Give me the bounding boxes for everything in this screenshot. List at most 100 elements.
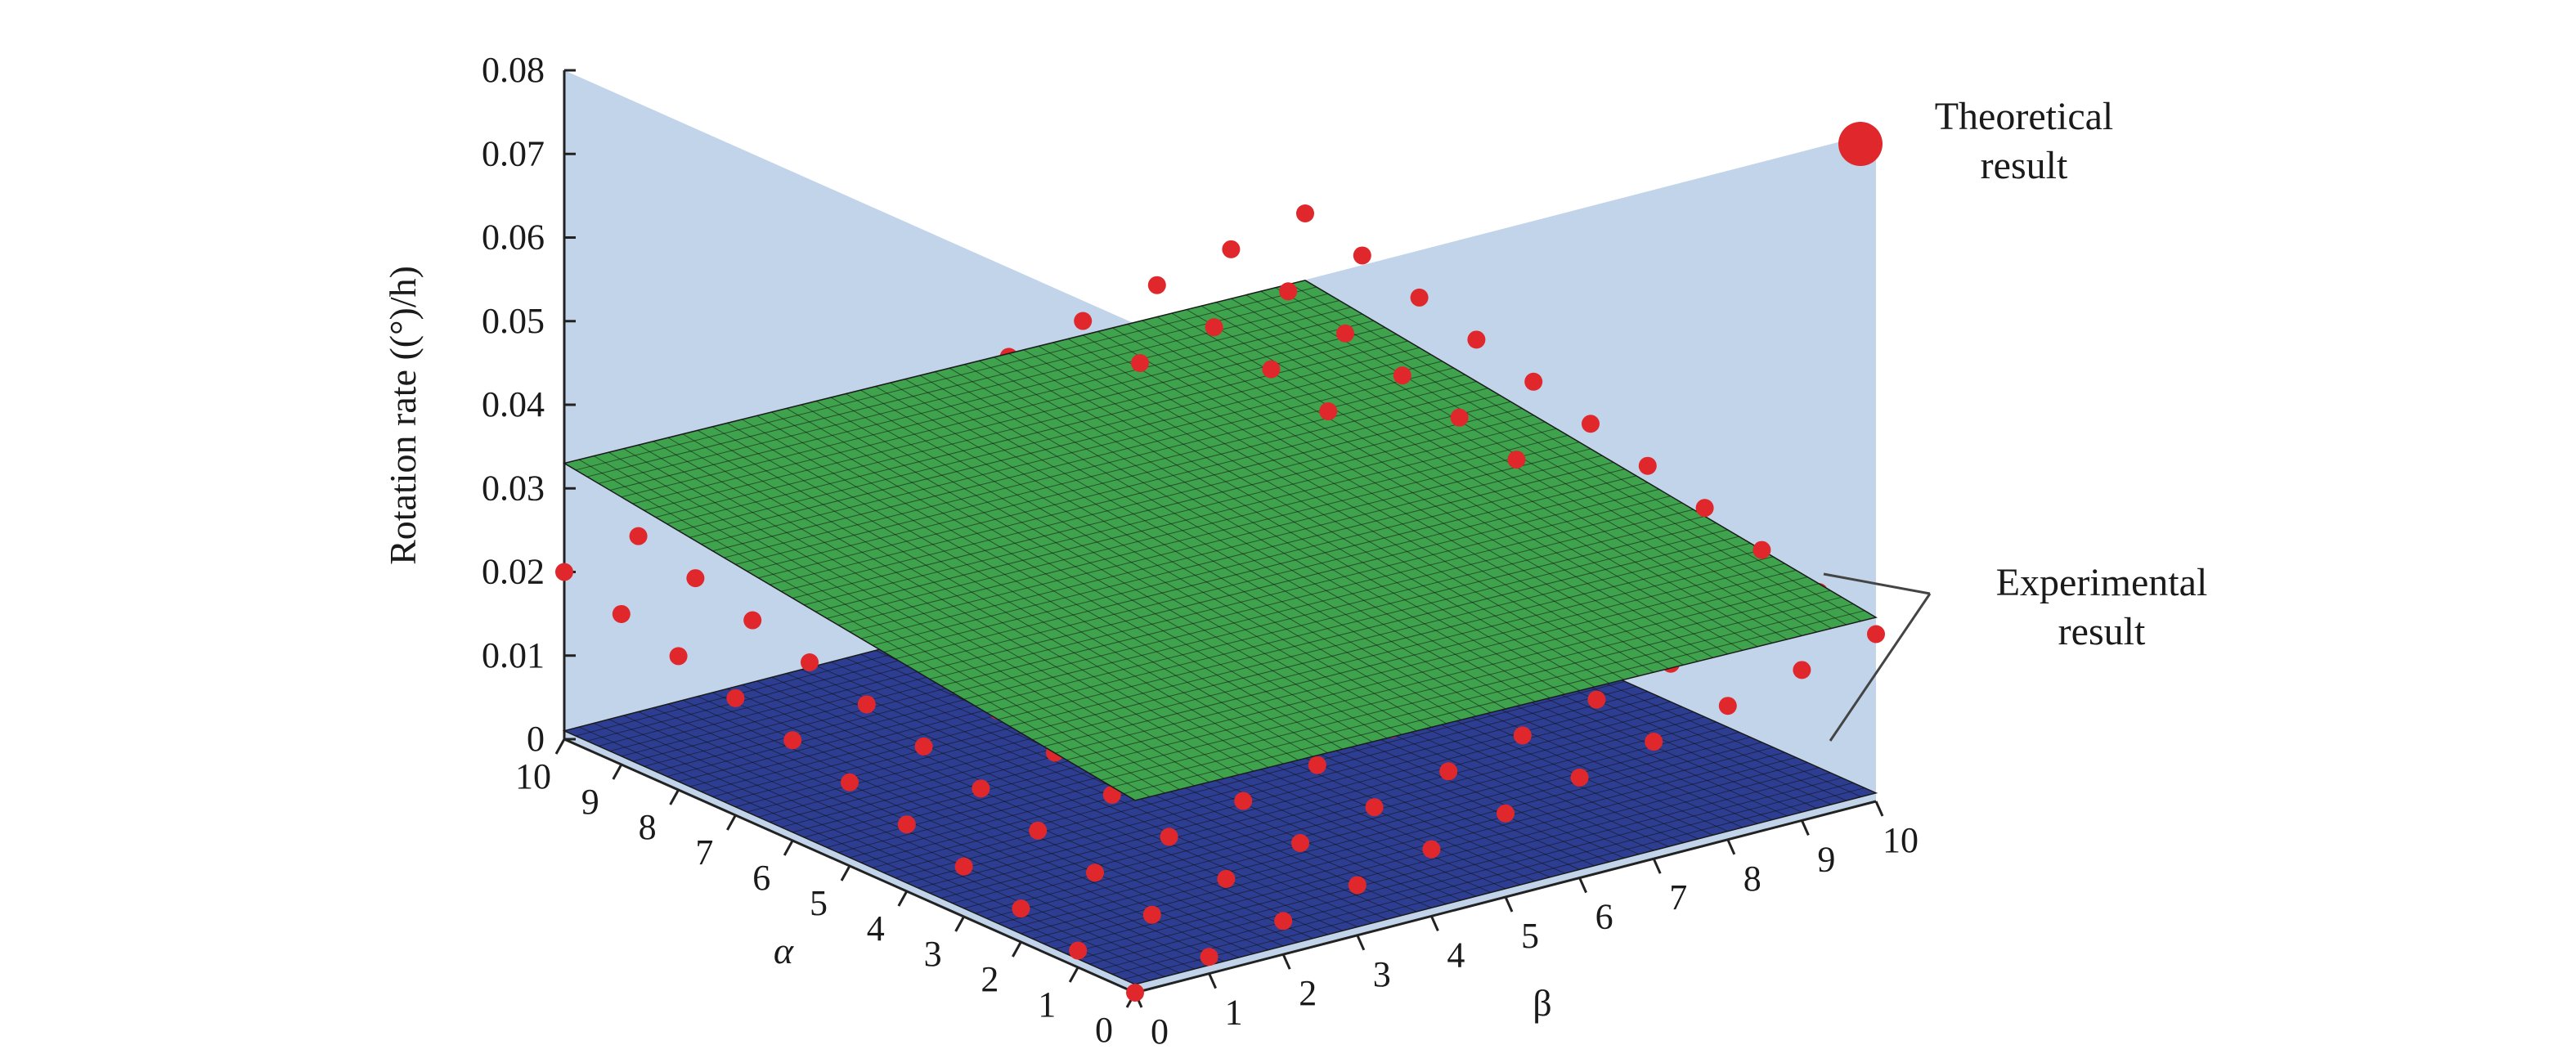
- legend-experimental-line2: result: [2058, 610, 2146, 653]
- theoretical-point: [897, 815, 916, 834]
- theoretical-point: [1353, 246, 1371, 265]
- theoretical-point: [686, 569, 705, 588]
- theoretical-point: [1200, 948, 1218, 967]
- upper-surface-mesh: [1067, 338, 1640, 677]
- upper-surface-mesh: [678, 347, 1420, 531]
- theoretical-point: [1102, 785, 1121, 804]
- theoretical-point: [743, 611, 762, 630]
- upper-surface-mesh: [1127, 324, 1699, 662]
- alpha-axis-label: α: [774, 930, 794, 971]
- theoretical-point: [555, 563, 573, 581]
- theoretical-point: [1410, 288, 1429, 307]
- upper-surface-mesh: [949, 367, 1521, 706]
- theoretical-point: [1160, 828, 1178, 846]
- alpha-tick-mark: [1068, 967, 1079, 983]
- theoretical-point: [1348, 876, 1367, 895]
- theoretical-point: [1086, 863, 1104, 882]
- z-tick-label: 0.08: [482, 50, 545, 90]
- beta-tick-label: 5: [1521, 916, 1539, 956]
- upper-surface-mesh: [792, 415, 1534, 599]
- upper-surface-mesh: [1112, 327, 1684, 666]
- theoretical-point: [1867, 625, 1885, 644]
- upper-surface-mesh: [994, 357, 1565, 695]
- beta-tick-mark: [1726, 839, 1736, 855]
- beta-tick-label: 1: [1225, 993, 1243, 1033]
- alpha-tick-mark: [954, 916, 965, 932]
- theoretical-point: [1291, 834, 1309, 852]
- legend-experimental-leader-lower: [1829, 593, 1932, 742]
- legend-experimental-leader-upper: [1823, 572, 1931, 595]
- beta-tick-label: 6: [1595, 897, 1613, 937]
- upper-surface-mesh: [837, 442, 1580, 626]
- upper-surface-mesh: [1200, 305, 1773, 644]
- legend-theoretical-marker: [1838, 122, 1883, 166]
- theoretical-point: [1069, 941, 1088, 960]
- upper-surface-mesh: [632, 320, 1374, 505]
- theoretical-point: [1638, 456, 1657, 475]
- alpha-tick-mark: [840, 865, 851, 881]
- z-tick-label: 0.05: [482, 301, 545, 341]
- beta-tick-mark: [1208, 972, 1217, 989]
- alpha-tick-label: 10: [515, 756, 551, 796]
- upper-surface-mesh: [1023, 349, 1595, 688]
- theoretical-point: [1234, 792, 1253, 810]
- z-tick-label: 0.07: [482, 133, 545, 173]
- upper-surface-mesh: [1290, 283, 1862, 621]
- z-tick-label: 0.03: [482, 468, 545, 508]
- upper-surface-mesh: [1082, 334, 1654, 673]
- theoretical-point: [1497, 804, 1515, 823]
- theoretical-point: [1262, 360, 1281, 379]
- theoretical-point: [1439, 762, 1458, 781]
- upper-surface-mesh: [1245, 294, 1817, 633]
- beta-axis-label: β: [1533, 982, 1551, 1024]
- theoretical-point: [801, 653, 819, 671]
- theoretical-point: [1507, 451, 1526, 469]
- theoretical-point: [1570, 768, 1589, 787]
- theoretical-point: [612, 604, 631, 623]
- upper-surface-mesh: [815, 428, 1557, 612]
- z-tick-label: 0.01: [482, 635, 545, 675]
- theoretical-point: [1205, 318, 1223, 337]
- theoretical-point: [629, 527, 648, 545]
- beta-tick-label: 9: [1817, 839, 1835, 879]
- theoretical-point: [1308, 756, 1326, 774]
- upper-surface-mesh: [1008, 352, 1580, 691]
- theoretical-point: [1279, 282, 1298, 301]
- beta-tick-mark: [1356, 935, 1366, 951]
- alpha-tick-mark: [783, 840, 794, 856]
- theoretical-point: [1467, 330, 1486, 349]
- alpha-tick-label: 8: [639, 807, 657, 847]
- upper-surface-mesh: [1275, 287, 1847, 626]
- theoretical-point: [1126, 984, 1144, 1002]
- theoretical-point: [1695, 499, 1714, 518]
- z-tick-label: 0.04: [482, 384, 545, 424]
- beta-tick-label: 7: [1669, 877, 1687, 917]
- upper-surface-mesh: [724, 374, 1465, 558]
- z-tick-label: 0.06: [482, 218, 545, 258]
- upper-surface-mesh: [689, 354, 1431, 538]
- theoretical-point: [954, 857, 973, 876]
- alpha-tick-label: 6: [752, 858, 770, 898]
- theoretical-point: [1793, 661, 1811, 679]
- theoretical-point: [1450, 408, 1469, 427]
- upper-surface-mesh: [1186, 309, 1758, 648]
- theoretical-point: [783, 731, 802, 750]
- upper-surface-mesh: [758, 394, 1500, 579]
- theoretical-point: [1222, 240, 1241, 258]
- alpha-tick-mark: [612, 764, 623, 780]
- upper-surface-mesh: [701, 361, 1443, 545]
- theoretical-point: [1217, 869, 1236, 888]
- theoretical-point: [1074, 312, 1093, 330]
- z-tick-label: 0: [527, 719, 545, 759]
- axis-layer: 00.010.020.030.040.050.060.070.080123456…: [482, 50, 1919, 1052]
- beta-tick-mark: [1504, 896, 1514, 913]
- theoretical-point: [1513, 726, 1532, 745]
- beta-tick-mark: [1281, 953, 1291, 970]
- upper-surface-mesh: [781, 407, 1523, 592]
- beta-tick-mark: [1578, 877, 1587, 894]
- beta-tick-label: 4: [1447, 935, 1465, 975]
- beta-tick-mark: [1801, 819, 1810, 836]
- alpha-tick-label: 0: [1095, 1010, 1113, 1050]
- theoretical-point: [1131, 354, 1149, 372]
- upper-surface-mesh: [770, 401, 1511, 585]
